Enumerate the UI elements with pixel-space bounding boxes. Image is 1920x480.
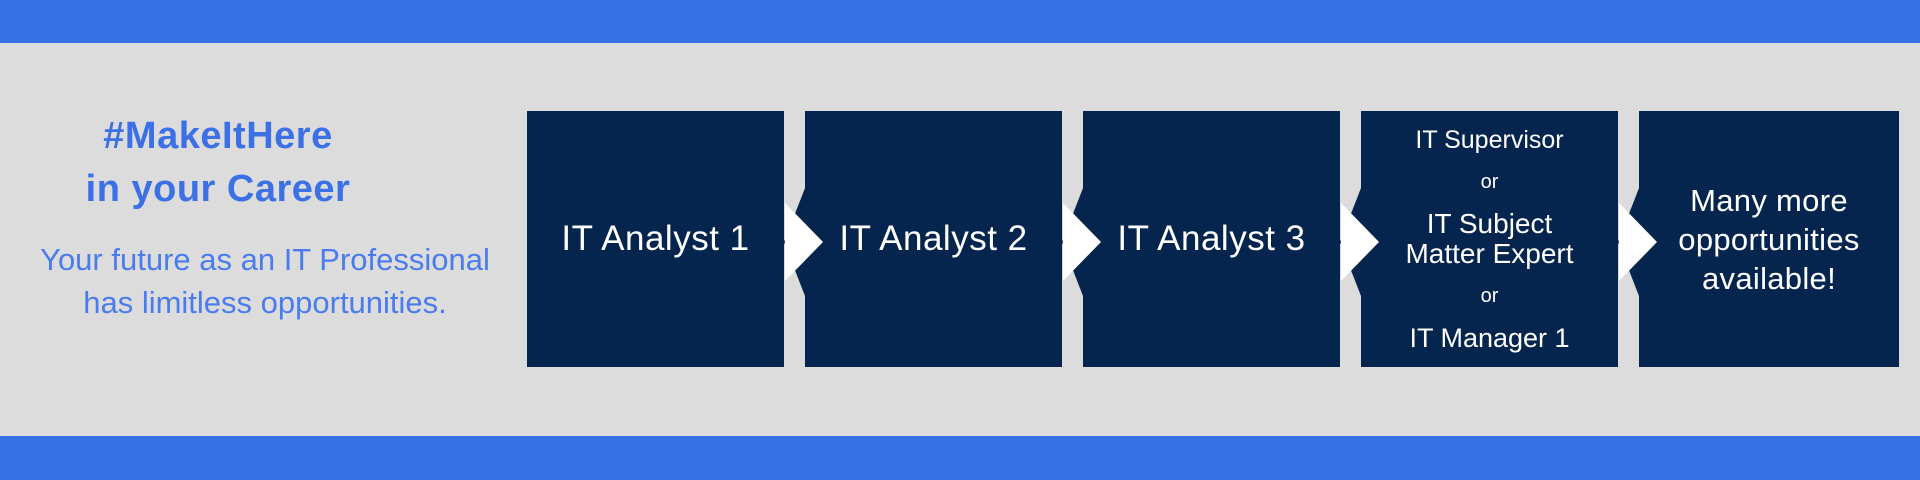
career-step-many-more: Many more opportunities available! (1639, 111, 1899, 367)
career-step-label: IT Supervisor (1415, 126, 1564, 154)
career-step-it-analyst-1: IT Analyst 1 (527, 111, 784, 367)
career-step-label: Many more (1690, 182, 1848, 218)
or-separator: or (1480, 170, 1499, 193)
arrow-right-icon (784, 188, 823, 296)
arrow-right-icon (1340, 188, 1379, 296)
arrow-right-icon (1618, 188, 1657, 296)
or-separator: or (1480, 284, 1499, 307)
career-step-supervisor-sme-manager: IT Supervisor or IT Subject Matter Exper… (1361, 111, 1618, 367)
career-step-label: IT Subject (1426, 208, 1553, 239)
career-step-it-analyst-2: IT Analyst 2 (805, 111, 1062, 367)
subtitle: Your future as an IT Professional has li… (0, 238, 530, 324)
subtitle-line-2: has limitless opportunities. (83, 285, 447, 320)
career-step-it-analyst-3: IT Analyst 3 (1083, 111, 1340, 367)
career-step-label: IT Analyst 2 (839, 219, 1028, 258)
career-step-label: IT Manager 1 (1409, 323, 1570, 353)
career-step-label: available! (1702, 260, 1836, 296)
headline-line-2: in your Career (85, 168, 351, 210)
bottom-brand-bar (0, 436, 1920, 480)
career-step-label: Matter Expert (1405, 238, 1574, 269)
headline-line-1: #MakeItHere (103, 115, 333, 157)
headline: #MakeItHere in your Career (0, 110, 436, 216)
career-step-label: opportunities (1678, 221, 1860, 257)
career-step-label: IT Analyst 3 (1117, 219, 1306, 258)
career-step-label: IT Analyst 1 (561, 219, 750, 258)
arrow-right-icon (1062, 188, 1101, 296)
subtitle-line-1: Your future as an IT Professional (40, 242, 490, 277)
top-brand-bar (0, 0, 1920, 43)
career-step-label-group: IT Subject Matter Expert (1405, 209, 1573, 269)
